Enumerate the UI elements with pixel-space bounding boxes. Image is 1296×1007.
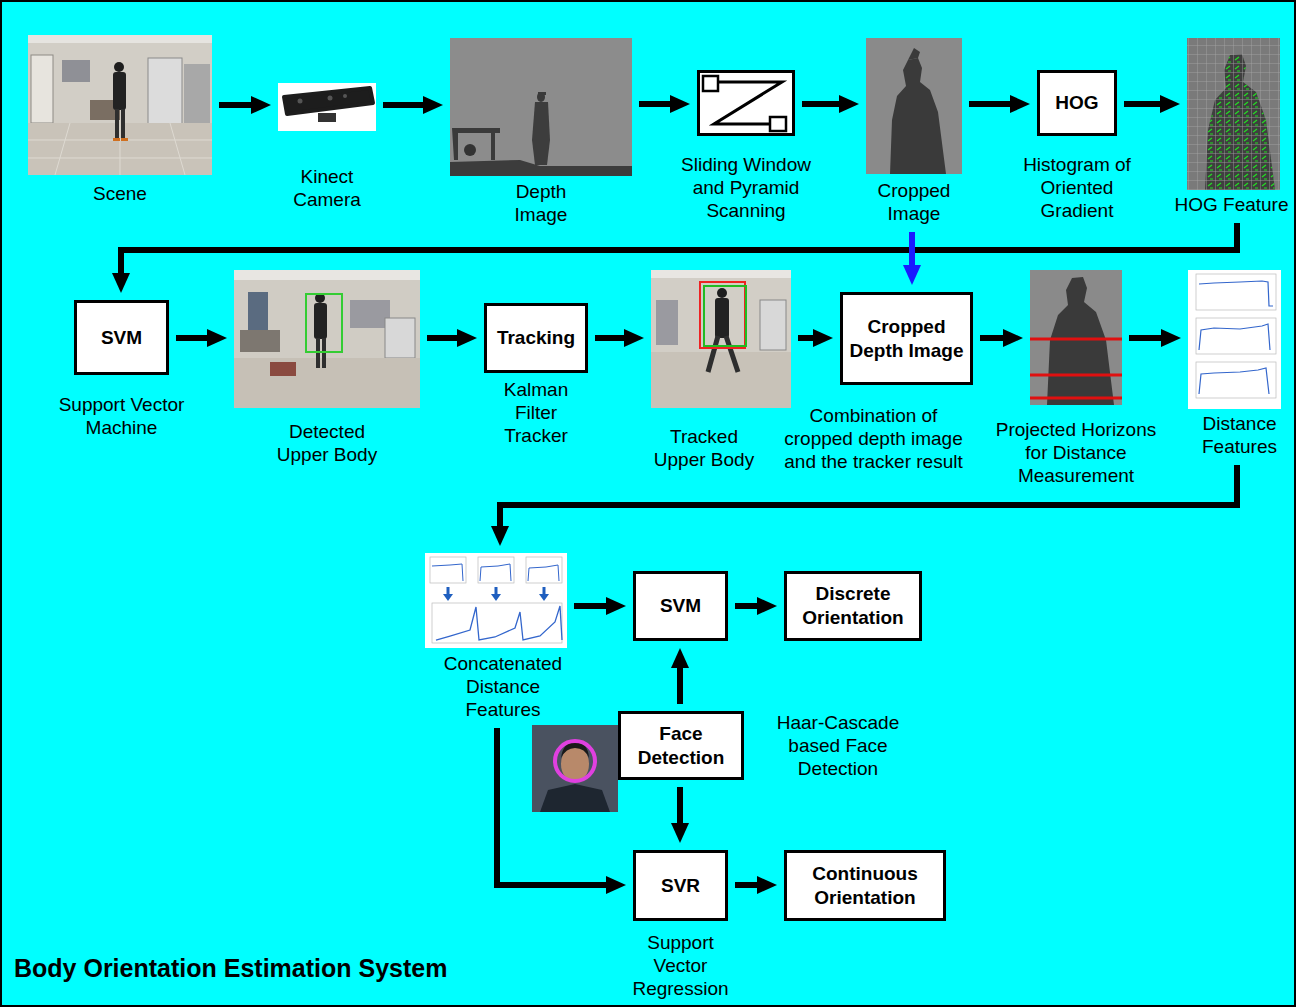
box-label: Continuous Orientation bbox=[787, 862, 943, 910]
tracking-photo: Tracked Upper Body bbox=[651, 270, 791, 408]
output-box: Continuous Orientation bbox=[784, 850, 946, 921]
process-box: SVM bbox=[633, 571, 728, 641]
caption-text: HOG Feature bbox=[1172, 193, 1292, 216]
caption-text: Support Vector Regression bbox=[627, 931, 735, 1000]
diagram-title: Body Orientation Estimation System bbox=[14, 953, 447, 983]
detection-photo bbox=[234, 270, 420, 408]
box-label: Face Detection bbox=[621, 722, 741, 770]
arrow-connector bbox=[1129, 335, 1165, 341]
tracking-photo bbox=[651, 270, 791, 408]
output-box: Discrete Orientation bbox=[784, 571, 922, 641]
depth-image bbox=[450, 38, 632, 176]
process-box: TrackingKalman Filter Tracker bbox=[484, 303, 588, 373]
arrow-connector bbox=[383, 102, 427, 108]
arrow-connector bbox=[121, 223, 1237, 277]
hog-image bbox=[1187, 38, 1280, 190]
caption-text: Tracked Upper Body bbox=[649, 425, 759, 471]
detection-photo: Detected Upper Body bbox=[234, 270, 420, 408]
caption-text: Projected Horizons for Distance Measurem… bbox=[989, 418, 1164, 487]
arrow-connector bbox=[176, 335, 211, 341]
box-label: SVM bbox=[660, 594, 701, 618]
caption-text: Combination of cropped depth image and t… bbox=[776, 404, 971, 473]
caption-text: Histogram of Oriented Gradient bbox=[1015, 153, 1140, 222]
camera-photo: Kinect Camera bbox=[278, 83, 376, 131]
horizons-image bbox=[1030, 270, 1122, 405]
process-box: Cropped Depth ImageCombination of croppe… bbox=[840, 292, 973, 385]
caption-text: Scene bbox=[60, 182, 180, 205]
caption-text: Distance Features bbox=[1190, 412, 1290, 458]
feature-plot: Distance Features bbox=[1188, 270, 1281, 409]
hog-image: HOG Feature bbox=[1187, 38, 1280, 190]
arrow-connector bbox=[802, 101, 843, 107]
scene-photo: Scene bbox=[28, 35, 212, 175]
concatenated-plot bbox=[425, 553, 567, 648]
arrow-connector bbox=[595, 335, 628, 341]
process-box: HOGHistogram of Oriented Gradient bbox=[1037, 70, 1117, 136]
arrow-connector bbox=[909, 232, 915, 269]
cropped-image: Cropped Image bbox=[866, 38, 962, 174]
box-label: HOG bbox=[1055, 91, 1098, 115]
caption-text: Haar-Cascade based Face Detection bbox=[773, 711, 903, 780]
scanning-box: Sliding Window and Pyramid Scanning bbox=[697, 70, 795, 136]
arrow-connector bbox=[639, 101, 674, 107]
box-label: Discrete Orientation bbox=[787, 582, 919, 630]
arrow-connector bbox=[677, 787, 683, 827]
arrow-connector bbox=[574, 603, 610, 609]
caption-text: Depth Image bbox=[501, 180, 581, 226]
caption-text: Cropped Image bbox=[864, 179, 964, 225]
caption-text: Kalman Filter Tracker bbox=[496, 378, 576, 447]
arrow-connector bbox=[735, 882, 761, 888]
arrow-connector bbox=[497, 728, 610, 885]
arrow-connector bbox=[798, 335, 817, 341]
caption-text: Support Vector Machine bbox=[52, 393, 192, 439]
arrow-connector bbox=[1124, 101, 1164, 107]
sliding-window-icon bbox=[699, 72, 794, 135]
kinect-photo bbox=[278, 83, 376, 131]
box-label: SVR bbox=[661, 874, 700, 898]
box-label: Tracking bbox=[497, 326, 575, 350]
arrow-connector bbox=[677, 664, 683, 704]
cropped-image bbox=[866, 38, 962, 174]
box-label: Cropped Depth Image bbox=[843, 315, 970, 363]
depth-image: Depth Image bbox=[450, 38, 632, 176]
caption-text: Kinect Camera bbox=[282, 165, 372, 211]
face-photo bbox=[532, 725, 618, 812]
process-box: SVRSupport Vector Regression bbox=[633, 850, 728, 921]
process-box: SVMSupport Vector Machine bbox=[74, 300, 169, 375]
arrow-connector bbox=[427, 335, 461, 341]
box-label: SVM bbox=[101, 326, 142, 350]
scene-photo bbox=[28, 35, 212, 175]
feature-plots bbox=[1188, 270, 1281, 409]
process-box: Face DetectionHaar-Cascade based Face De… bbox=[618, 711, 744, 780]
caption-text: Sliding Window and Pyramid Scanning bbox=[676, 153, 816, 222]
arrow-connector bbox=[219, 102, 255, 108]
caption-text: Detected Upper Body bbox=[272, 420, 382, 466]
feature-plot: Concatenated Distance Features bbox=[425, 553, 567, 648]
arrow-connector bbox=[980, 335, 1007, 341]
arrow-connector bbox=[735, 603, 761, 609]
horizons-image: Projected Horizons for Distance Measurem… bbox=[1030, 270, 1122, 405]
caption-text: Concatenated Distance Features bbox=[438, 652, 568, 721]
arrow-connector bbox=[969, 101, 1014, 107]
